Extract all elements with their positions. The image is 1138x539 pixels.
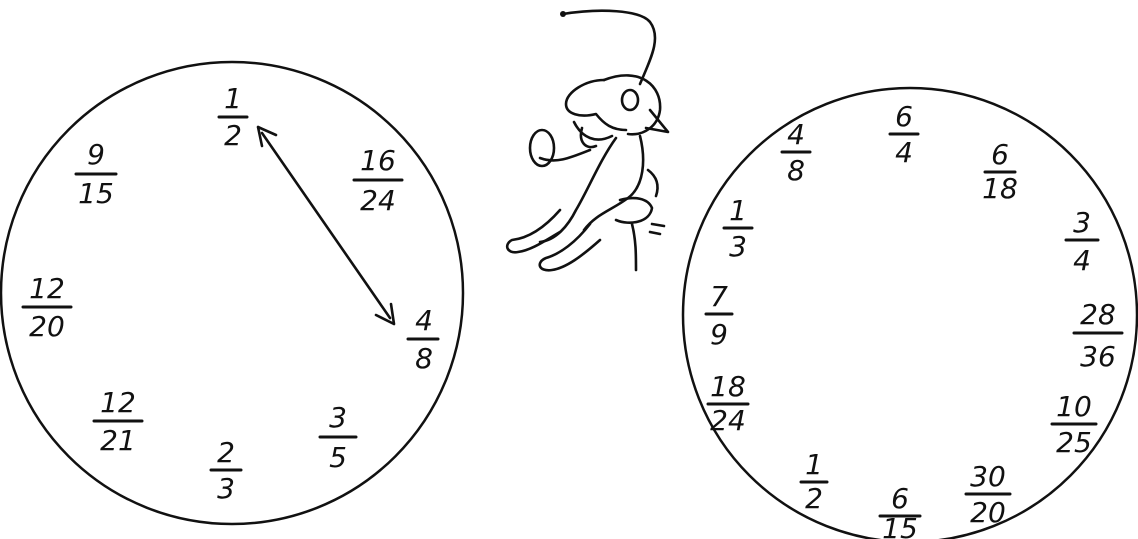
left-fraction-5-denominator: 3 bbox=[217, 472, 235, 505]
right-fraction-7: 6 15 bbox=[880, 482, 920, 539]
left-fraction-4-numerator: 3 bbox=[329, 401, 347, 434]
left-fraction-8-denominator: 15 bbox=[78, 177, 114, 210]
right-fraction-6-denominator: 20 bbox=[970, 496, 1006, 529]
right-fraction-10: 7 9 bbox=[706, 280, 732, 351]
right-dial: 6 4 6 18 3 4 28 36 10 25 30 20 bbox=[683, 88, 1137, 539]
left-fraction-1: 1 2 bbox=[219, 82, 247, 152]
left-dial: 1 2 16 24 4 8 3 5 2 3 12 21 bbox=[1, 62, 463, 524]
right-fraction-1-numerator: 6 bbox=[895, 100, 913, 133]
left-fraction-7-numerator: 12 bbox=[29, 272, 65, 305]
right-fraction-3-numerator: 3 bbox=[1073, 206, 1091, 239]
right-fraction-2-numerator: 6 bbox=[991, 138, 1009, 171]
right-fraction-5: 10 25 bbox=[1052, 390, 1096, 459]
right-fraction-12: 4 8 bbox=[782, 118, 810, 187]
right-fraction-1-denominator: 4 bbox=[895, 136, 913, 169]
right-fraction-7-denominator: 15 bbox=[882, 512, 918, 539]
left-fraction-2: 16 24 bbox=[354, 144, 402, 217]
pairing-arrow-head-end bbox=[376, 304, 394, 324]
left-fraction-6-denominator: 21 bbox=[100, 424, 136, 457]
cartoon-body-back bbox=[584, 136, 643, 230]
right-fraction-11-denominator: 3 bbox=[729, 230, 747, 263]
left-fraction-6: 12 21 bbox=[94, 386, 142, 457]
cartoon-antenna bbox=[563, 11, 655, 84]
right-fraction-1: 6 4 bbox=[890, 100, 918, 169]
right-fraction-5-numerator: 10 bbox=[1056, 390, 1092, 423]
right-fraction-8-denominator: 2 bbox=[805, 482, 823, 515]
cartoon-head bbox=[604, 75, 660, 134]
left-fraction-8: 9 15 bbox=[76, 138, 116, 210]
right-fraction-12-denominator: 8 bbox=[787, 154, 805, 187]
left-fraction-3-denominator: 8 bbox=[415, 342, 433, 375]
right-fraction-3-denominator: 4 bbox=[1073, 244, 1091, 277]
right-fraction-8-numerator: 1 bbox=[805, 448, 823, 481]
left-fraction-7-denominator: 20 bbox=[29, 310, 65, 343]
right-fraction-3: 3 4 bbox=[1066, 206, 1098, 277]
left-fraction-4: 3 5 bbox=[320, 401, 356, 474]
right-fraction-8: 1 2 bbox=[801, 448, 827, 515]
right-fraction-7-numerator: 6 bbox=[891, 482, 909, 515]
left-fraction-5-numerator: 2 bbox=[217, 436, 235, 469]
right-fraction-9-numerator: 18 bbox=[710, 370, 746, 403]
cartoon-leg-left bbox=[507, 210, 560, 252]
right-fraction-11: 1 3 bbox=[724, 194, 752, 263]
left-fraction-1-denominator: 2 bbox=[224, 119, 242, 152]
right-fraction-9-denominator: 24 bbox=[710, 404, 746, 437]
left-fraction-8-numerator: 9 bbox=[87, 138, 105, 171]
right-fraction-4-denominator: 36 bbox=[1080, 340, 1116, 373]
left-fraction-2-denominator: 24 bbox=[360, 184, 396, 217]
cartoon-eye bbox=[622, 90, 638, 110]
right-fraction-2: 6 18 bbox=[982, 138, 1018, 205]
left-fraction-3: 4 8 bbox=[408, 304, 438, 375]
right-fraction-4: 28 36 bbox=[1074, 298, 1122, 373]
right-fraction-9: 18 24 bbox=[708, 370, 748, 437]
left-fraction-2-numerator: 16 bbox=[360, 144, 396, 177]
right-fraction-4-numerator: 28 bbox=[1080, 298, 1116, 331]
pairing-arrow-head-start bbox=[258, 127, 276, 146]
right-fraction-6: 30 20 bbox=[966, 460, 1010, 529]
cartoon-mirror bbox=[530, 130, 554, 166]
right-fraction-5-denominator: 25 bbox=[1056, 426, 1092, 459]
left-fraction-4-denominator: 5 bbox=[329, 441, 347, 474]
right-fraction-10-denominator: 9 bbox=[710, 318, 728, 351]
right-fraction-12-numerator: 4 bbox=[787, 118, 805, 151]
cartoon-antenna-tip bbox=[560, 11, 566, 17]
cartoon-leg-right bbox=[540, 224, 600, 270]
cartoon-character-illustration bbox=[507, 11, 668, 271]
left-fraction-7: 12 20 bbox=[23, 272, 71, 343]
right-fraction-6-numerator: 30 bbox=[970, 460, 1006, 493]
cartoon-seat-leg bbox=[632, 224, 636, 270]
left-fraction-5: 2 3 bbox=[211, 436, 241, 505]
left-fraction-6-numerator: 12 bbox=[100, 386, 136, 419]
left-fraction-1-numerator: 1 bbox=[224, 82, 242, 115]
right-fraction-11-numerator: 1 bbox=[729, 194, 747, 227]
left-fraction-3-numerator: 4 bbox=[415, 304, 433, 337]
right-fraction-2-denominator: 18 bbox=[982, 172, 1018, 205]
right-fraction-10-numerator: 7 bbox=[710, 280, 728, 313]
cartoon-arm bbox=[540, 150, 590, 160]
cartoon-hatching bbox=[648, 170, 664, 234]
